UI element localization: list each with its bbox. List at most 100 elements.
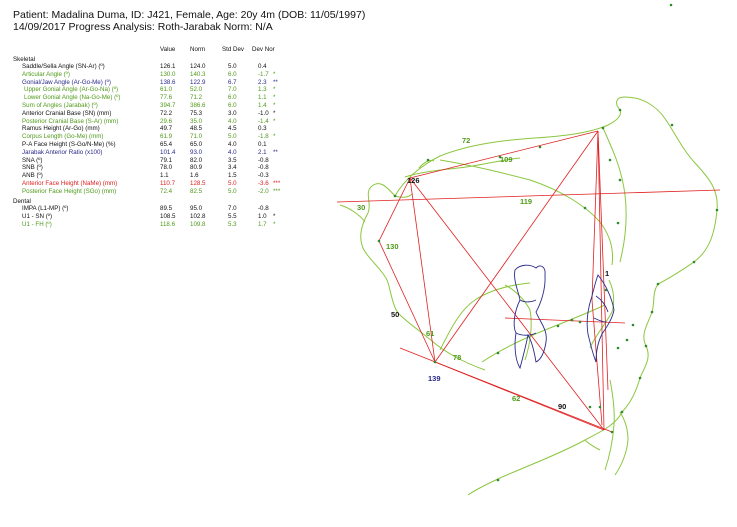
measurement-name: Lower Gonial Angle (Na-Go-Me) (º): [24, 94, 121, 102]
column-header-value: Value: [160, 46, 176, 53]
measurement-value: 72.2: [160, 109, 173, 117]
measurement-flag: *: [273, 86, 276, 94]
measurement-std-dev: 5.0: [228, 180, 237, 187]
measurement-value: 394.7: [160, 102, 176, 109]
measurement-flag: ***: [273, 187, 281, 195]
measurement-flag: *: [273, 94, 276, 102]
measurement-norm: 140.3: [190, 70, 206, 78]
measurement-flag: *: [273, 133, 276, 141]
measurement-norm: 124.0: [190, 63, 206, 70]
measurement-name: Anterior Face Height (NaMe) (mm): [22, 180, 118, 187]
measurement-name: U1 - SN (º): [22, 212, 53, 220]
measurement-dev-nor: -3.6: [258, 180, 269, 187]
measurement-flag: **: [273, 148, 278, 156]
measurement-norm: 102.8: [190, 212, 206, 220]
measurement-norm: 1.6: [190, 172, 199, 180]
measurement-dev-nor: -0.3: [258, 172, 269, 180]
measurement-std-dev: 3.5: [228, 156, 237, 164]
label-78: 78: [453, 353, 461, 362]
measurement-labels: 72 109 126 119 30 130 1 50 61 78 139 62 …: [357, 136, 609, 411]
label-90: 90: [558, 402, 566, 411]
measurement-name: P-A Face Height (S-Go/N-Me) (%): [22, 141, 116, 148]
label-72: 72: [462, 136, 470, 145]
label-126: 126: [407, 176, 420, 185]
measurement-norm: 52.0: [190, 86, 203, 94]
measurement-value: 78.0: [160, 164, 173, 172]
measurement-std-dev: 5.0: [228, 133, 237, 141]
measurement-norm: 82.0: [190, 156, 203, 164]
measurement-name: Saddle/Sella Angle (SN-Ar) (º): [22, 63, 105, 70]
measurement-name: IMPA (L1-MP) (º): [22, 205, 69, 212]
measurement-name: Articular Angle (º): [22, 70, 70, 78]
section-title-skeletal: Skeletal: [13, 56, 36, 63]
measurement-std-dev: 6.0: [228, 94, 237, 102]
measurement-value: 126.1: [160, 63, 176, 70]
measurement-value: 138.6: [160, 78, 176, 86]
measurement-flag: *: [273, 212, 276, 220]
analysis-lines: [336, 130, 721, 433]
measurement-norm: 71.2: [190, 94, 203, 102]
measurement-std-dev: 6.7: [228, 78, 237, 86]
measurement-name: Ramus Height (Ar-Go) (mm): [22, 125, 100, 133]
measurement-dev-nor: 1.4: [258, 102, 267, 109]
label-1: 1: [605, 269, 609, 278]
measurement-flag: *: [273, 102, 276, 109]
measurement-row: Saddle/Sella Angle (SN-Ar) (º) 126.1 124.0…: [0, 63, 300, 71]
measurement-norm: 93.0: [190, 148, 203, 156]
measurement-dev-nor: 0.1: [258, 141, 267, 148]
measurement-flag: *: [273, 220, 276, 228]
measurement-flag: *: [273, 70, 276, 78]
soft-tissue-outline: [339, 96, 718, 496]
measurement-value: 108.5: [160, 212, 176, 220]
measurement-dev-nor: 0.3: [258, 125, 267, 133]
measurement-value: 61.0: [160, 86, 173, 94]
label-30: 30: [357, 203, 365, 212]
measurement-dev-nor: -1.8: [258, 133, 269, 141]
measurement-value: 77.6: [160, 94, 173, 102]
landmark-points: [377, 3, 719, 482]
measurement-value: 61.9: [160, 133, 173, 141]
measurement-name: Jarabak Anterior Ratio (x100): [22, 148, 103, 156]
measurement-std-dev: 5.3: [228, 220, 237, 228]
measurement-name: SNA (º): [22, 156, 43, 164]
measurement-flag: ***: [273, 180, 281, 187]
measurement-std-dev: 4.5: [228, 125, 237, 133]
measurement-row: Lower Gonial Angle (Na-Go-Me) (º) 77.6 71.…: [0, 94, 300, 102]
label-119: 119: [520, 197, 532, 206]
measurement-value: 1.1: [160, 172, 169, 180]
measurement-std-dev: 7.0: [228, 205, 237, 212]
measurement-std-dev: 5.5: [228, 212, 237, 220]
measurement-dev-nor: 0.4: [258, 63, 267, 70]
measurement-std-dev: 3.0: [228, 109, 237, 117]
measurement-dev-nor: 1.1: [258, 94, 267, 102]
measurement-name: Anterior Cranial Base (SN) (mm): [22, 109, 112, 117]
measurement-dev-nor: 1.7: [258, 220, 267, 228]
measurement-name: Gonial/Jaw Angle (Ar-Go-Me) (º): [22, 78, 111, 86]
measurement-norm: 48.5: [190, 125, 203, 133]
measurement-dev-nor: -1.0: [258, 109, 269, 117]
measurement-std-dev: 5.0: [228, 187, 237, 195]
section-title-dental: Dental: [13, 198, 31, 205]
measurement-dev-nor: -0.8: [258, 156, 269, 164]
measurement-norm: 71.0: [190, 133, 203, 141]
label-62: 62: [512, 394, 520, 403]
measurement-norm: 80.9: [190, 164, 203, 172]
measurement-value: 89.5: [160, 205, 173, 212]
measurement-flag: *: [273, 117, 276, 125]
measurement-norm: 82.5: [190, 187, 203, 195]
measurement-norm: 35.0: [190, 117, 203, 125]
